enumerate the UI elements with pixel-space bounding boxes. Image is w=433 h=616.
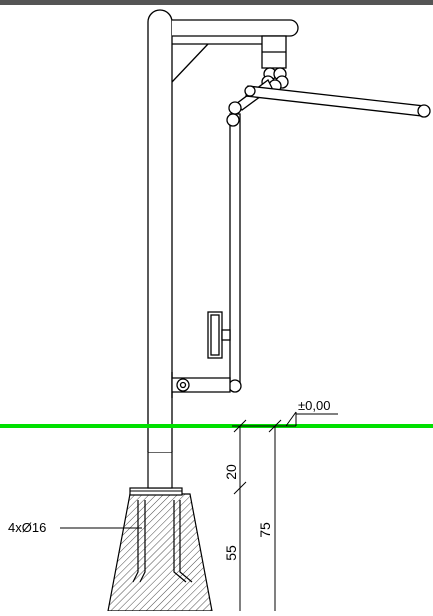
dim-55-label: 55 (223, 545, 239, 561)
boom-arm (244, 85, 431, 118)
concrete-foundation (107, 493, 213, 612)
counterweight (207, 311, 231, 359)
anchor-bars (132, 500, 193, 583)
base-plate (129, 451, 183, 496)
lower-link (171, 372, 231, 398)
vertical-rod (226, 101, 242, 393)
top-frame-bar (0, 0, 433, 5)
dim-20-label: 20 (223, 464, 239, 480)
dimension-lines (232, 419, 296, 611)
level-label: ±0,00 (298, 398, 330, 413)
mast-column (147, 9, 173, 452)
level-mark (285, 411, 338, 427)
bar-label: 4xØ16 (8, 520, 46, 535)
dim-75-label: 75 (257, 522, 273, 538)
top-arm (171, 19, 299, 83)
